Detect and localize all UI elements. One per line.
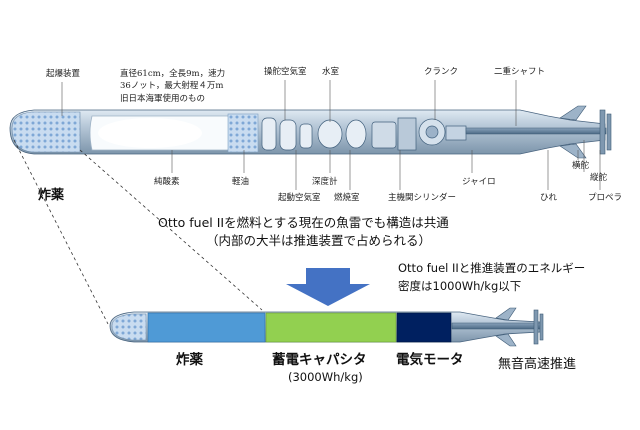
energy-note-line2: 密度は1000Wh/kg以下 xyxy=(398,279,522,293)
label-explosive-top: 炸薬 xyxy=(38,188,65,203)
label-detonator: 起爆装置 xyxy=(46,69,81,79)
bottom-torpedo xyxy=(109,307,544,347)
top-tail xyxy=(559,105,612,159)
top-torpedo-nose xyxy=(11,111,81,153)
label-start-air-chamber: 操舵空気室 xyxy=(264,67,307,77)
label-combustion-chamber: 燃焼室 xyxy=(334,193,360,203)
caption-line2: （内部の大半は推進装置で占められる） xyxy=(206,233,432,248)
label-explosive-bottom: 炸薬 xyxy=(176,352,203,368)
label-capacitor-density: (3000Wh/kg) xyxy=(288,370,363,384)
label-water-chamber: 水室 xyxy=(322,67,340,77)
down-arrow xyxy=(286,268,370,306)
energy-note-line1: Otto fuel IIと推進装置のエネルギー xyxy=(398,261,586,275)
bottom-shaft xyxy=(451,322,543,330)
label-gyro: ジャイロ xyxy=(462,177,496,187)
label-double-shaft: 二重シャフト xyxy=(494,67,546,77)
label-startup-air: 起動空気室 xyxy=(278,193,321,203)
top-light-oil-tank xyxy=(227,113,259,153)
bottom-tail xyxy=(495,307,544,347)
label-silent-propulsion: 無音高速推進 xyxy=(498,357,577,372)
bottom-explosive-section xyxy=(147,312,266,343)
zoom-dashed-lines xyxy=(13,139,263,325)
top-double-shaft xyxy=(465,127,607,135)
top-torpedo xyxy=(9,105,612,159)
label-depth-gauge: 深度計 xyxy=(312,177,338,187)
label-vertical-rudder: 縦舵 xyxy=(590,173,608,183)
bottom-capacitor-section xyxy=(265,312,397,343)
top-leader-lines xyxy=(61,80,601,190)
label-pure-oxygen: 純酸素 xyxy=(154,177,180,187)
bottom-motor-section xyxy=(396,312,452,343)
label-motor: 電気モータ xyxy=(396,352,464,368)
label-light-oil: 軽油 xyxy=(232,177,250,187)
label-crank: クランク xyxy=(424,67,459,77)
label-main-cylinder: 主機関シリンダー xyxy=(388,193,457,203)
bottom-torpedo-nose xyxy=(111,313,147,341)
label-capacitor: 蓄電キャパシタ xyxy=(272,352,367,368)
label-propeller: プロペラ xyxy=(588,193,623,203)
top-engine-machinery xyxy=(261,117,467,151)
label-fin: ひれ xyxy=(540,193,558,203)
caption-line1: Otto fuel IIを燃料とする現在の魚雷でも構造は共通 xyxy=(158,215,449,230)
label-spec: 直径61cm，全長9m，速力 36ノット，最大射程４万m 旧日本海軍使用のもの xyxy=(120,69,226,104)
label-horizontal-rudder: 横舵 xyxy=(572,161,590,171)
